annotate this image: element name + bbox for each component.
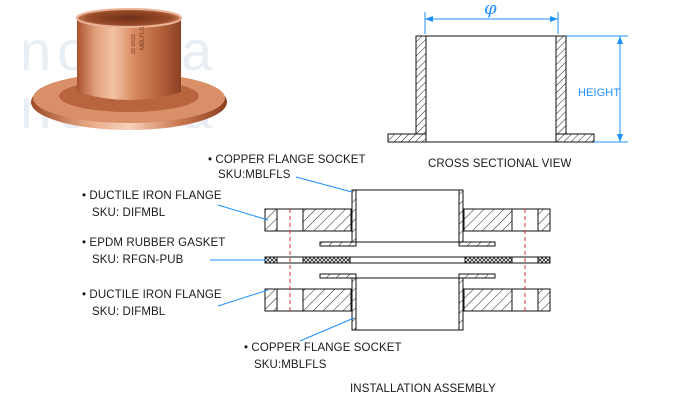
- callout-5-sku: SKU:MBLFLS: [254, 359, 327, 371]
- leader-ductile-flange-bottom: [217, 289, 269, 307]
- callout-2-sku: SKU: DIFMBL: [92, 207, 166, 219]
- callout-4-name: • DUCTILE IRON FLANGE: [82, 289, 222, 301]
- cross-section-drawing: [387, 12, 628, 143]
- bottom-copper-socket: [319, 273, 496, 331]
- photo-stamp-text-2: 22 0515: [131, 34, 137, 54]
- installation-assembly-caption: INSTALLATION ASSEMBLY: [350, 383, 496, 395]
- callout-1-sku: SKU:MBLFLS: [218, 169, 291, 181]
- right-flange-section: [555, 133, 595, 143]
- callout-3-name: • EPDM RUBBER GASKET: [82, 237, 226, 249]
- height-label: HEIGHT: [578, 87, 621, 99]
- left-flange-section: [387, 133, 427, 143]
- leader-copper-socket-top: [295, 176, 353, 193]
- diameter-symbol: φ: [484, 0, 497, 19]
- photo-stamp-text: MBLFLS: [140, 27, 146, 50]
- cross-section-caption: CROSS SECTIONAL VIEW: [428, 158, 572, 170]
- callout-5-name: • COPPER FLANGE SOCKET: [244, 342, 402, 354]
- top-copper-socket: [319, 189, 496, 247]
- callout-3-name-text: EPDM RUBBER GASKET: [89, 237, 226, 249]
- copper-flange-socket-photo: MBLFLS 22 0515: [31, 8, 227, 130]
- callout-2-name-text: DUCTILE IRON FLANGE: [89, 190, 222, 202]
- callout-1-name: • COPPER FLANGE SOCKET: [208, 154, 366, 166]
- epdm-rubber-gasket: [264, 256, 551, 264]
- callout-2-name: • DUCTILE IRON FLANGE: [82, 190, 222, 202]
- callout-1-name-text: COPPER FLANGE SOCKET: [215, 154, 366, 166]
- leader-copper-socket-bottom: [299, 317, 355, 342]
- leader-ductile-flange-top: [217, 204, 269, 221]
- callout-3-sku: SKU: RFGN-PUB: [92, 254, 184, 266]
- top-ductile-iron-flange: [264, 208, 551, 232]
- callout-5-name-text: COPPER FLANGE SOCKET: [251, 342, 402, 354]
- callout-4-name-text: DUCTILE IRON FLANGE: [89, 289, 222, 301]
- callout-4-sku: SKU: DIFMBL: [92, 306, 166, 318]
- bottom-ductile-iron-flange: [264, 288, 551, 312]
